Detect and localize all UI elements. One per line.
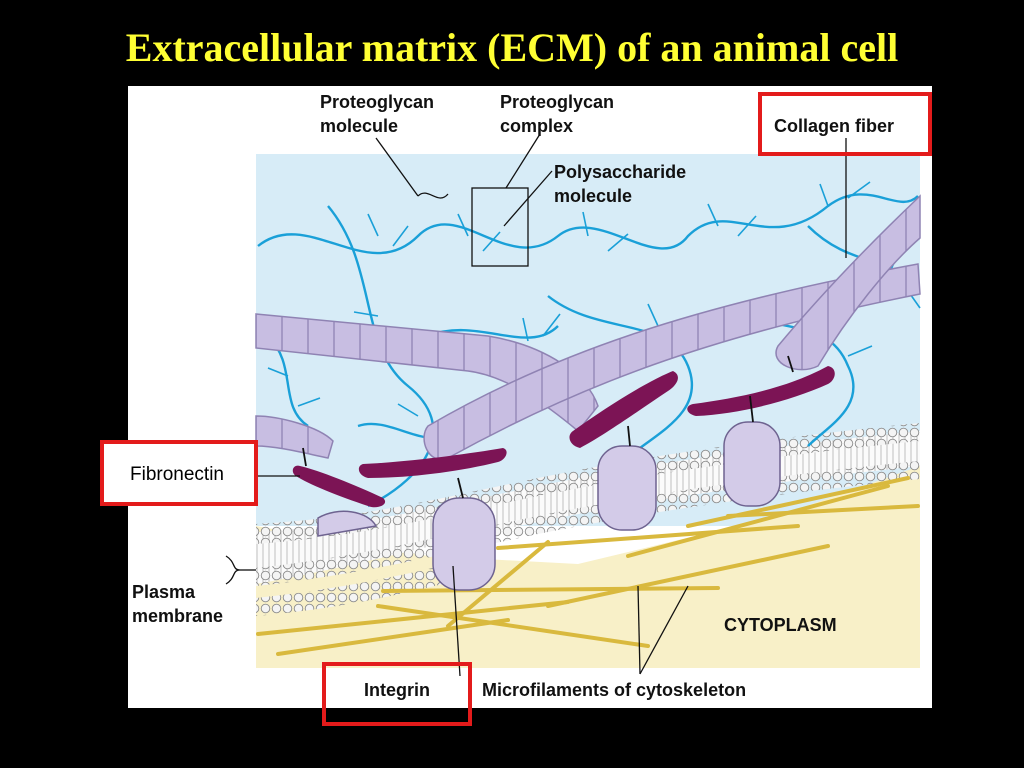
ecm-diagram — [225, 133, 921, 677]
collagen-fiber-label: Collagen fiber — [774, 116, 895, 136]
slide-title: Extracellular matrix (ECM) of an animal … — [125, 25, 899, 70]
integrin-highlight — [322, 662, 472, 726]
fibronectin-molecules — [292, 366, 835, 508]
microfilaments — [256, 476, 920, 656]
proteoglycan-complex-label: Proteoglycan complex — [500, 92, 615, 136]
ecm-diagram-panel: Proteoglycan molecule Proteoglycan compl… — [128, 86, 932, 708]
collagen-fiber-highlight — [758, 92, 932, 156]
microfilaments-label: Microfilaments of cytoskeleton — [482, 680, 747, 700]
fibronectin-label-background — [104, 444, 256, 502]
polysaccharide-molecule-label: Polysaccharide molecule — [554, 162, 687, 206]
plasma-membrane-label: Plasma membrane — [132, 582, 224, 626]
integrin-proteins — [317, 421, 781, 591]
connector-lines — [302, 355, 794, 499]
fibronectin-label: Fibronectin — [130, 464, 224, 485]
integrin-label: Integrin — [364, 680, 430, 700]
collagen-fibers — [255, 194, 921, 461]
proteoglycan-molecule-label: Proteoglycan molecule — [320, 92, 435, 136]
fibronectin-highlight — [100, 440, 258, 506]
cytoplasm-label: CYTOPLASM — [724, 615, 837, 635]
label-leader-lines — [225, 133, 847, 677]
